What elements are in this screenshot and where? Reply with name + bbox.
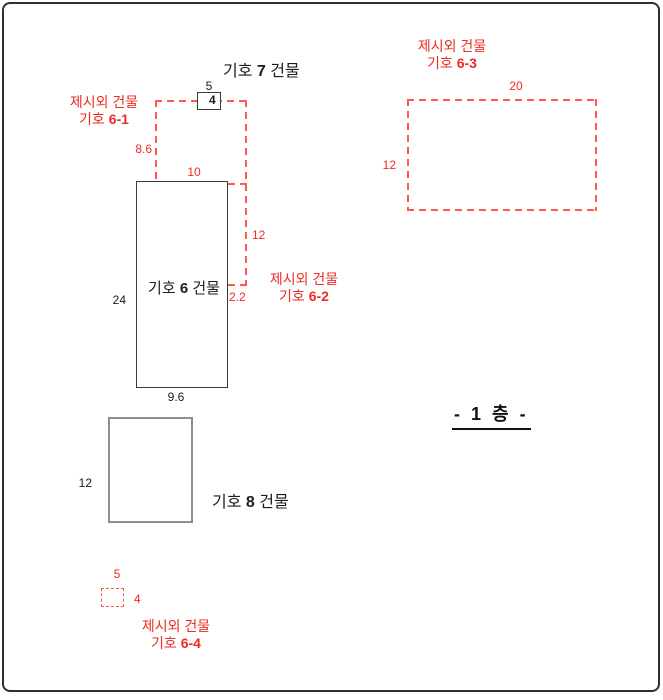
extra-6-4-label: 제시외 건물 기호 6-4 <box>128 618 224 652</box>
extra-6-4-label-prefix: 기호 <box>151 635 177 651</box>
dashed-line-6-1-left <box>155 100 157 183</box>
building8-label-number: 8 <box>245 494 255 511</box>
page-border-frame <box>2 2 660 692</box>
building7-dim-inside: 4 <box>209 93 216 107</box>
building8-outline <box>108 417 193 523</box>
dashed-line-6-2-top-connector <box>228 183 247 185</box>
extra-6-3-outline-right <box>595 99 597 211</box>
building6-dim-bottom: 9.6 <box>167 390 185 404</box>
building7-label: 기호 7 건물 <box>223 57 300 81</box>
extra-6-3-label-prefix: 기호 <box>427 55 453 71</box>
extra-6-1-label-line2: 기호 6-1 <box>56 111 152 128</box>
extra-6-4-label-line2: 기호 6-4 <box>128 635 224 652</box>
building8-label-suffix: 건물 <box>259 494 289 511</box>
building7-label-suffix: 건물 <box>270 63 300 80</box>
building6-label-number: 6 <box>179 280 189 297</box>
extra-6-1-label-line1: 제시외 건물 <box>69 94 139 110</box>
building7-outline <box>197 92 221 110</box>
extra-6-1-dim-left: 8.6 <box>135 142 152 156</box>
extra-6-2-dim-right: 12 <box>252 228 266 242</box>
extra-6-4-dim-top: 5 <box>113 567 121 581</box>
extra-6-2-label: 제시외 건물 기호 6-2 <box>256 271 352 305</box>
extra-6-3-dim-left: 12 <box>382 158 396 172</box>
extra-6-2-label-prefix: 기호 <box>279 288 305 304</box>
building7-label-prefix: 기호 <box>223 63 253 80</box>
extra-6-3-outline-bottom <box>407 209 597 211</box>
building8-label: 기호 8 건물 <box>212 488 289 512</box>
building8-label-prefix: 기호 <box>212 494 242 511</box>
building7-dim-top: 5 <box>205 79 213 93</box>
dashed-line-6-2-right <box>245 100 247 286</box>
building6-outline <box>136 181 228 388</box>
extra-6-3-outline-top <box>407 99 597 101</box>
dashed-line-6-2-bottom-connector <box>228 284 247 286</box>
extra-6-4-outline <box>101 588 124 607</box>
extra-6-1-label: 제시외 건물 기호 6-1 <box>56 94 152 128</box>
building6-dim-left: 24 <box>112 293 126 307</box>
extra-6-4-label-number: 6-4 <box>180 635 201 651</box>
extra-6-1-label-number: 6-1 <box>108 111 129 127</box>
extra-6-3-label: 제시외 건물 기호 6-3 <box>404 38 500 72</box>
building7-label-number: 7 <box>256 63 266 80</box>
extra-6-3-label-number: 6-3 <box>456 55 477 71</box>
extra-6-3-label-line2: 기호 6-3 <box>404 55 500 72</box>
extra-6-2-label-line2: 기호 6-2 <box>256 288 352 305</box>
extra-6-2-label-line1: 제시외 건물 <box>269 271 339 287</box>
extra-6-1-label-prefix: 기호 <box>79 111 105 127</box>
extra-6-3-outline-left <box>407 99 409 211</box>
extra-6-4-label-line1: 제시외 건물 <box>141 618 211 634</box>
extra-6-2-dim-bottom: 2.2 <box>229 290 246 304</box>
extra-6-4-dim-right: 4 <box>134 592 141 606</box>
building8-dim-left: 12 <box>78 476 92 490</box>
extra-6-3-dim-top: 20 <box>509 79 523 93</box>
building6-label-suffix: 건물 <box>192 280 220 297</box>
extra-6-3-label-line1: 제시외 건물 <box>417 38 487 54</box>
extra-6-1-dim-top: 10 <box>187 165 201 179</box>
building6-label: 기호 6 건물 <box>138 277 230 298</box>
extra-6-2-label-number: 6-2 <box>308 288 329 304</box>
building6-label-prefix: 기호 <box>148 280 176 297</box>
floor-title: - 1 층 - <box>452 400 531 430</box>
